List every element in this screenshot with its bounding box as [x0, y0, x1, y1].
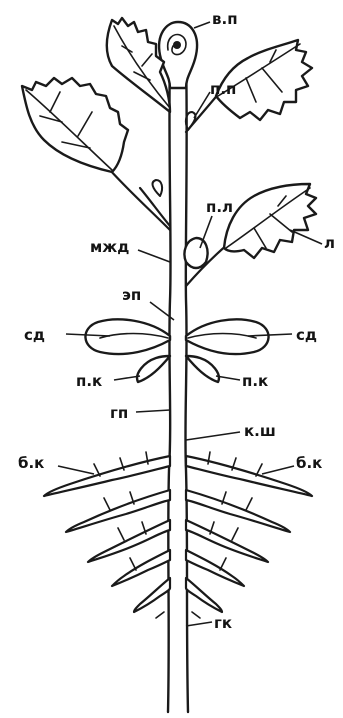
label-bk-left: б.к [18, 454, 44, 472]
label-gp: гп [110, 404, 128, 422]
middle-left-petiole [140, 180, 170, 226]
label-pl: п.л [206, 198, 233, 216]
label-ep: эп [122, 286, 141, 304]
root-system [44, 452, 312, 618]
stipule-left [85, 319, 170, 354]
leader-vp [194, 22, 210, 28]
leader-gp [136, 410, 170, 412]
label-sd-left: сд [24, 326, 45, 344]
main-stem [168, 55, 188, 712]
label-pp: п.п [210, 80, 236, 98]
leaf-upper-left-large [22, 78, 170, 230]
apical-bud [159, 22, 197, 88]
leader-bk-right [262, 466, 294, 474]
leader-mzhd [138, 250, 170, 262]
label-pk-right: п.к [242, 372, 268, 390]
leader-bk-left [58, 466, 94, 474]
bud-center-dot [173, 41, 181, 49]
label-gk: гк [214, 614, 232, 632]
leader-gk [186, 622, 212, 626]
label-sd-right: сд [296, 326, 317, 344]
leaf-upper-right [186, 40, 312, 132]
label-mzhd: мжд [90, 238, 129, 256]
cotyledon-left [137, 356, 170, 382]
stipule-right [186, 319, 269, 354]
leader-l [290, 230, 322, 244]
cotyledon-right [186, 356, 219, 382]
leader-ksh [186, 432, 240, 440]
axillary-bud [184, 238, 207, 268]
leaf-upper-left-small [107, 18, 170, 112]
label-l: л [324, 234, 335, 252]
label-ksh: к.ш [244, 422, 276, 440]
label-vp: в.п [212, 10, 238, 28]
label-bk-right: б.к [296, 454, 322, 472]
label-pk-left: п.к [76, 372, 102, 390]
